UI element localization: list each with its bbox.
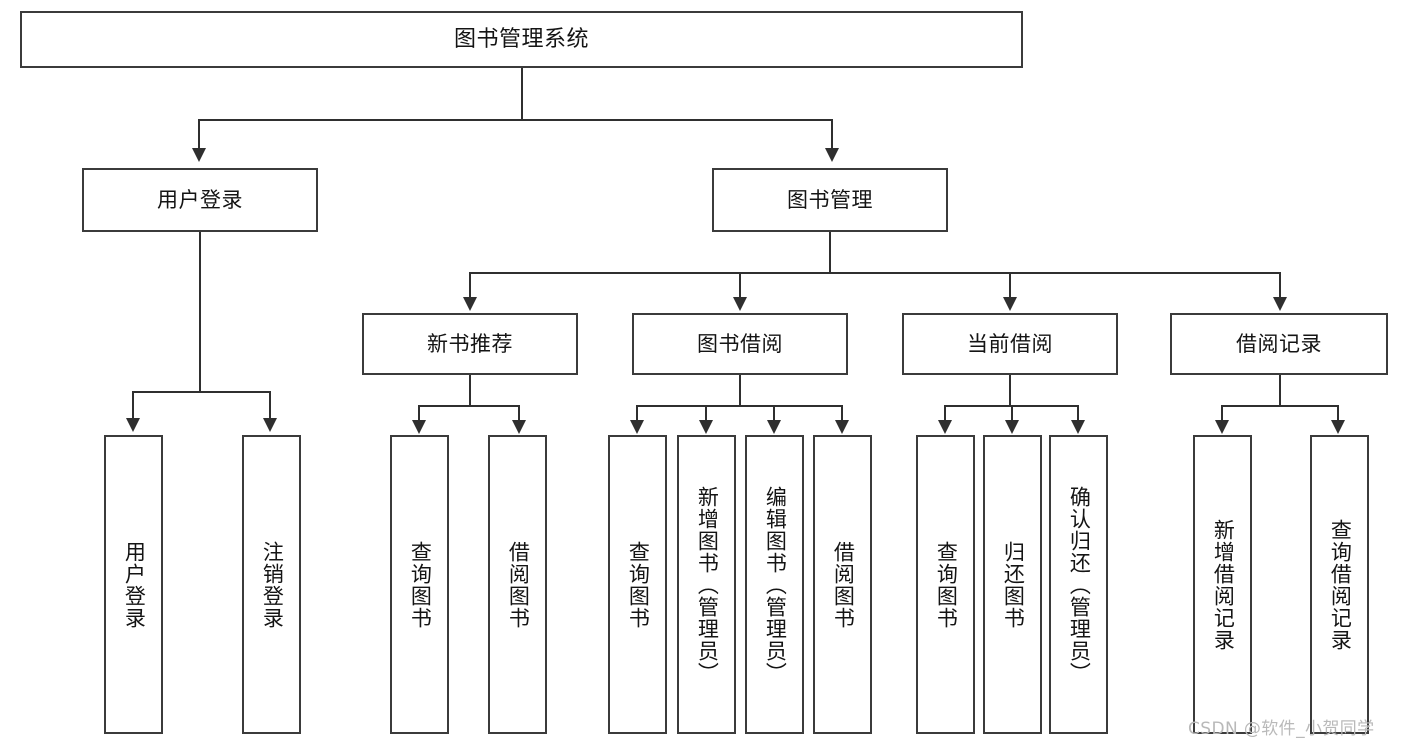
arrow-to-book-manage xyxy=(825,148,839,162)
connector-user-login-stem xyxy=(199,232,201,392)
arrow-to-current-borrow xyxy=(1003,297,1017,311)
node-label: 用户登录 xyxy=(122,540,147,629)
arrow-to-user-login xyxy=(192,148,206,162)
arrow-to-borrow-record xyxy=(1273,297,1287,311)
connector-new-book-drop-1 xyxy=(418,405,420,421)
leaf-borrow-book[interactable]: 借阅图书 xyxy=(813,435,872,734)
node-book-borrow[interactable]: 图书借阅 xyxy=(632,313,848,375)
node-label: 图书借阅 xyxy=(697,331,783,356)
node-label: 借阅图书 xyxy=(506,540,531,629)
connector-book-manage-bus xyxy=(469,272,1281,274)
arrow-to-book-borrow xyxy=(733,297,747,311)
connector-borrow-record-bus xyxy=(1221,405,1339,407)
node-label: 归还图书 xyxy=(1001,540,1026,629)
node-label: 查询图书 xyxy=(626,540,651,629)
node-new-book-recommend[interactable]: 新书推荐 xyxy=(362,313,578,375)
leaf-query-book-recommend[interactable]: 查询图书 xyxy=(390,435,449,734)
arrow-to-leaf-query-record xyxy=(1331,420,1345,434)
node-label: 新书推荐 xyxy=(427,331,513,356)
connector-new-book-bus xyxy=(418,405,520,407)
arrow-to-leaf-logout xyxy=(263,418,277,432)
connector-book-manage-stem xyxy=(829,232,831,273)
connector-user-login-bus xyxy=(132,391,269,393)
connector-book-borrow-stem xyxy=(739,375,741,406)
arrow-to-leaf-query-book-1 xyxy=(412,420,426,434)
arrow-to-new-book-recommend xyxy=(463,297,477,311)
node-label: 编辑图书（管理员） xyxy=(763,485,788,684)
leaf-edit-book-admin[interactable]: 编辑图书（管理员） xyxy=(745,435,804,734)
connector-current-borrow-drop-1 xyxy=(944,405,946,421)
leaf-logout[interactable]: 注销登录 xyxy=(242,435,301,734)
leaf-add-borrow-record[interactable]: 新增借阅记录 xyxy=(1193,435,1252,734)
connector-current-borrow-drop-3 xyxy=(1077,405,1079,421)
node-label: 查询图书 xyxy=(408,540,433,629)
node-book-management[interactable]: 图书管理 xyxy=(712,168,948,232)
node-label: 借阅图书 xyxy=(831,540,856,629)
connector-borrow-record-stem xyxy=(1279,375,1281,406)
leaf-query-book-current[interactable]: 查询图书 xyxy=(916,435,975,734)
connector-book-manage-drop-3 xyxy=(1009,272,1011,298)
connector-borrow-record-drop-1 xyxy=(1221,405,1223,421)
node-borrow-record[interactable]: 借阅记录 xyxy=(1170,313,1388,375)
leaf-return-book[interactable]: 归还图书 xyxy=(983,435,1042,734)
connector-book-manage-drop-2 xyxy=(739,272,741,298)
connector-book-manage-drop-4 xyxy=(1279,272,1281,298)
connector-current-borrow-stem xyxy=(1009,375,1011,406)
leaf-borrow-book-recommend[interactable]: 借阅图书 xyxy=(488,435,547,734)
leaf-add-book-admin[interactable]: 新增图书（管理员） xyxy=(677,435,736,734)
connector-root-bus xyxy=(198,119,833,121)
connector-book-borrow-drop-3 xyxy=(773,405,775,421)
node-label: 图书管理 xyxy=(787,187,873,212)
leaf-user-login[interactable]: 用户登录 xyxy=(104,435,163,734)
node-label: 图书管理系统 xyxy=(453,26,589,52)
arrow-to-leaf-edit-book xyxy=(767,420,781,434)
connector-book-manage-drop-1 xyxy=(469,272,471,298)
node-label: 注销登录 xyxy=(260,540,285,629)
arrow-to-leaf-borrow-book-2 xyxy=(835,420,849,434)
arrow-to-leaf-user-login xyxy=(126,418,140,432)
connector-root-to-user-login xyxy=(198,119,200,149)
arrow-to-leaf-query-book-2 xyxy=(630,420,644,434)
connector-user-login-drop-2 xyxy=(269,391,271,419)
leaf-query-borrow-record[interactable]: 查询借阅记录 xyxy=(1310,435,1369,734)
leaf-confirm-return-admin[interactable]: 确认归还（管理员） xyxy=(1049,435,1108,734)
node-label: 确认归还（管理员） xyxy=(1067,485,1092,684)
connector-current-borrow-drop-2 xyxy=(1011,405,1013,421)
connector-borrow-record-drop-2 xyxy=(1337,405,1339,421)
connector-book-borrow-drop-2 xyxy=(705,405,707,421)
node-label: 借阅记录 xyxy=(1236,331,1322,356)
node-label: 用户登录 xyxy=(157,187,243,212)
node-label: 查询图书 xyxy=(934,540,959,629)
connector-book-borrow-drop-4 xyxy=(841,405,843,421)
connector-book-borrow-bus xyxy=(636,405,843,407)
node-label: 当前借阅 xyxy=(967,331,1053,356)
connector-new-book-stem xyxy=(469,375,471,406)
arrow-to-leaf-query-book-3 xyxy=(938,420,952,434)
leaf-query-book-borrow[interactable]: 查询图书 xyxy=(608,435,667,734)
node-label: 查询借阅记录 xyxy=(1328,518,1353,651)
node-label: 新增图书（管理员） xyxy=(695,485,720,684)
node-current-borrow[interactable]: 当前借阅 xyxy=(902,313,1118,375)
connector-root-stem xyxy=(521,68,523,120)
arrow-to-leaf-return-book xyxy=(1005,420,1019,434)
connector-new-book-drop-2 xyxy=(518,405,520,421)
arrow-to-leaf-borrow-book-1 xyxy=(512,420,526,434)
node-root-system[interactable]: 图书管理系统 xyxy=(20,11,1023,68)
connector-user-login-drop-1 xyxy=(132,391,134,419)
connector-book-borrow-drop-1 xyxy=(636,405,638,421)
arrow-to-leaf-confirm-return xyxy=(1071,420,1085,434)
arrow-to-leaf-add-record xyxy=(1215,420,1229,434)
arrow-to-leaf-add-book xyxy=(699,420,713,434)
node-label: 新增借阅记录 xyxy=(1211,518,1236,651)
node-user-login[interactable]: 用户登录 xyxy=(82,168,318,232)
csdn-watermark: CSDN @软件_小贺同学 xyxy=(1188,719,1375,739)
connector-root-to-book-manage xyxy=(831,119,833,149)
